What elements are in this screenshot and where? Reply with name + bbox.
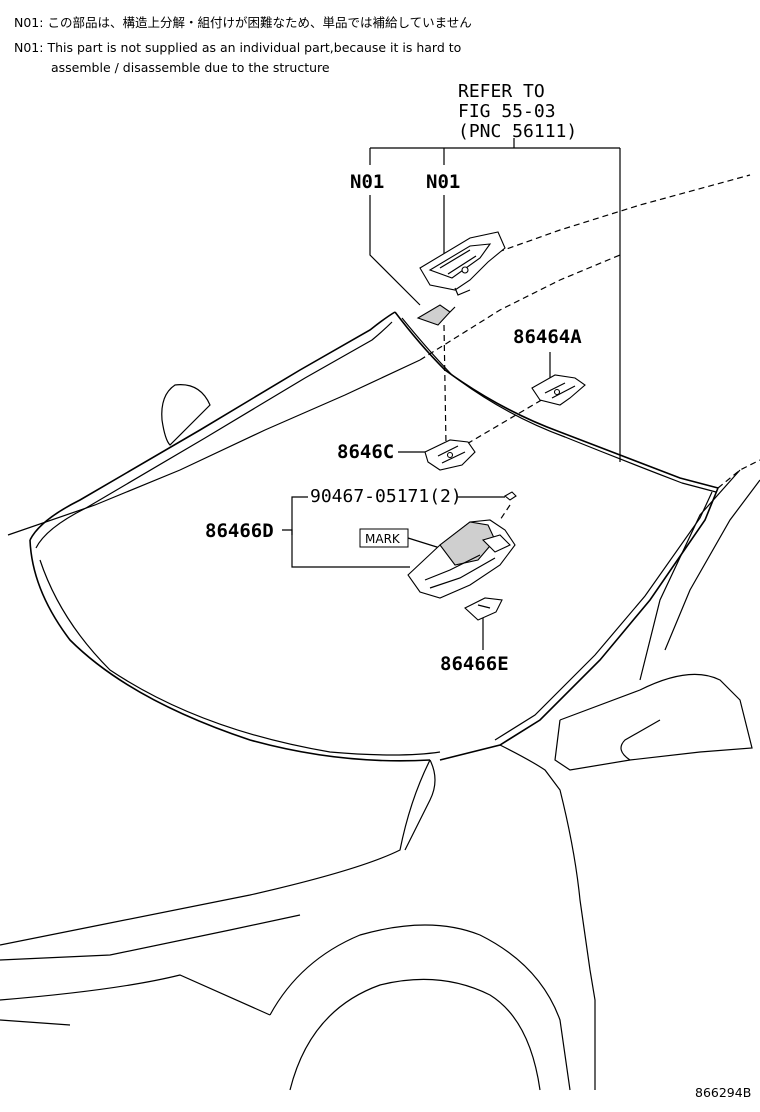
note-en-line2: assemble / disassemble due to the struct… [51,60,330,75]
callout-n01-right: N01 [426,171,460,193]
mark-box: MARK [359,528,441,549]
mirror-bracket-part [419,231,506,296]
part-86466E [464,597,503,621]
callout-n01-left: N01 [350,171,384,193]
callout-86466E: 86466E [440,653,509,675]
part-86466D [407,519,516,599]
note-jp-code: N01: [14,15,44,30]
leader-90467 [291,496,505,535]
assembly-line-diagonal [464,394,551,446]
diagram-id: 866294B [695,1085,751,1100]
refer-bracket: REFER TO FIG 55-03 (PNC 56111) [369,81,621,462]
callout-86464A: 86464A [513,326,582,348]
refer-line3: (PNC 56111) [458,121,577,142]
note-jp-text: この部品は、構造上分解・組付けが困難なため、単品では補給していません [47,15,472,30]
leader-86466D [282,529,410,568]
part-86464A [531,374,586,406]
leader-n01-left [369,195,421,306]
screw-part [504,491,517,501]
wedge-part [416,304,451,326]
note-en-code: N01: [14,40,44,55]
refer-line1: REFER TO [458,81,545,102]
note-en: N01: This part is not supplied as an ind… [14,40,461,55]
mark-label: MARK [365,532,401,546]
note-en-line1: This part is not supplied as an individu… [47,40,462,55]
car-body-outline [0,174,760,1091]
note-jp: N01: この部品は、構造上分解・組付けが困難なため、単品では補給していません [14,15,472,30]
callout-8646C: 8646C [337,441,394,463]
assembly-line-vertical [443,324,447,446]
part-8646C [424,439,476,471]
callout-90467: 90467-05171(2) [310,486,462,507]
callout-86466D: 86466D [205,520,274,542]
refer-line2: FIG 55-03 [458,101,556,122]
